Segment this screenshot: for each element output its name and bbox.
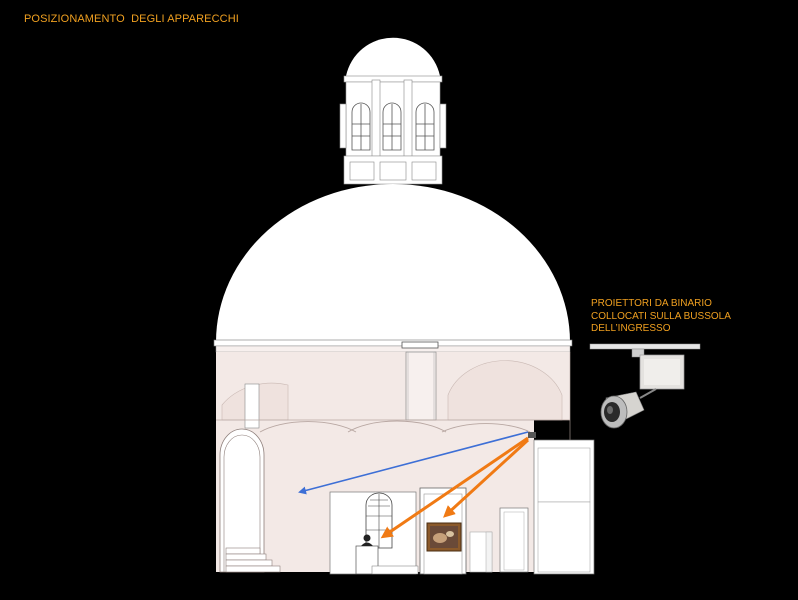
entrance-vestibule [499,432,595,575]
lantern-cap [346,37,440,76]
light-beams [298,431,530,539]
spotlight-mount [528,432,536,438]
lantern-windows [351,102,435,151]
track-spotlight-icon [589,343,701,429]
painting-icon [426,522,462,552]
main-dome [216,184,570,342]
bust-statue-icon [361,534,373,546]
beam-orange-2 [443,438,530,518]
slide-title: POSIZIONAMENTO DEGLI APPARECCHI [24,13,239,25]
callout-line-1: PROIETTORI DA BINARIO [591,298,712,309]
lantern [339,37,447,185]
callout-line-2: COLLOCATI SULLA BUSSOLA [591,310,731,322]
beam-blue [298,431,529,495]
side-chapel [329,487,493,575]
beam-orange-1 [380,436,529,539]
steps [225,547,281,573]
callout-line-3: DELL’INGRESSO [591,323,671,334]
spotlight-callout: PROIETTORI DA BINARIO COLLOCATI SULLA BU… [591,298,731,336]
dome-cornice [213,339,573,353]
